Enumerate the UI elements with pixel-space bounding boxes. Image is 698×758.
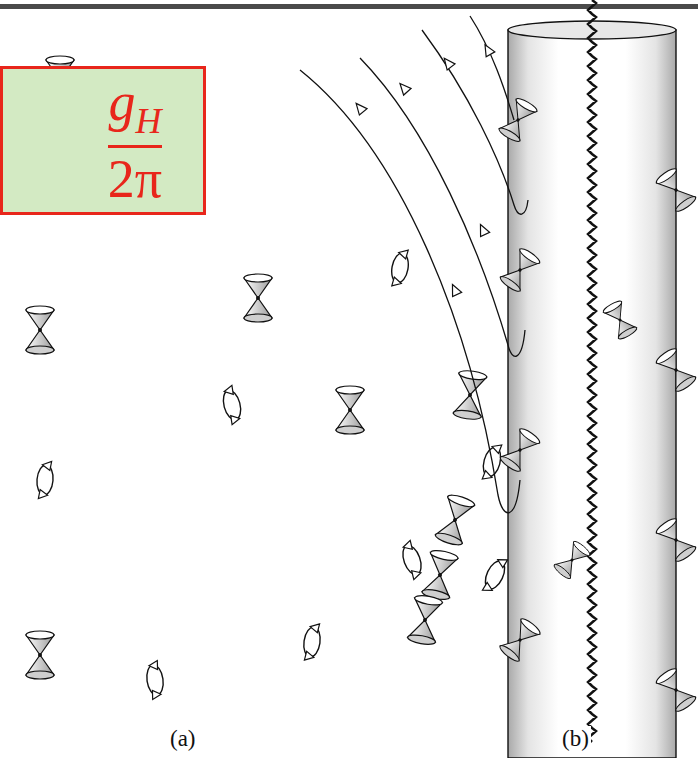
arrowhead [352,100,367,115]
fraction: gH 2π [108,75,162,206]
light-cone [655,516,698,563]
formula-box: gH 2π [0,66,206,215]
light-cone [499,426,542,473]
light-cone [434,493,475,547]
light-cone [497,96,538,143]
light-cone [498,617,542,664]
arrowhead [440,55,455,70]
pair-loop [480,554,511,595]
light-cone [26,631,54,679]
arrowhead [396,80,411,95]
pair-loop [35,460,54,499]
light-cone [602,299,638,341]
arrowhead [448,282,462,296]
light-cone [336,386,364,434]
pair-loop [219,385,244,426]
arrowhead [476,222,490,236]
singularity-line [588,0,596,742]
light-cone [552,539,591,580]
numerator: gH [108,75,161,139]
subscript: H [135,101,161,141]
light-cone [499,246,542,293]
light-cone [655,346,698,393]
fraction-bar [108,145,162,148]
escaping-trajectories [300,16,528,513]
arrowhead [481,42,495,57]
light-cone [655,666,698,713]
light-cone [244,274,272,322]
pair-loop [301,622,322,662]
light-cone [421,549,458,602]
pair-loop [398,539,426,580]
light-cone [655,166,698,213]
symbol: g [108,72,135,132]
panel-label: (b) [560,726,591,752]
pair-loop [144,660,165,700]
pair-loop [389,248,411,288]
light-cone [407,594,443,646]
panel-label: (a) [168,726,198,752]
light-cone [26,306,54,354]
denominator: 2π [108,152,162,206]
